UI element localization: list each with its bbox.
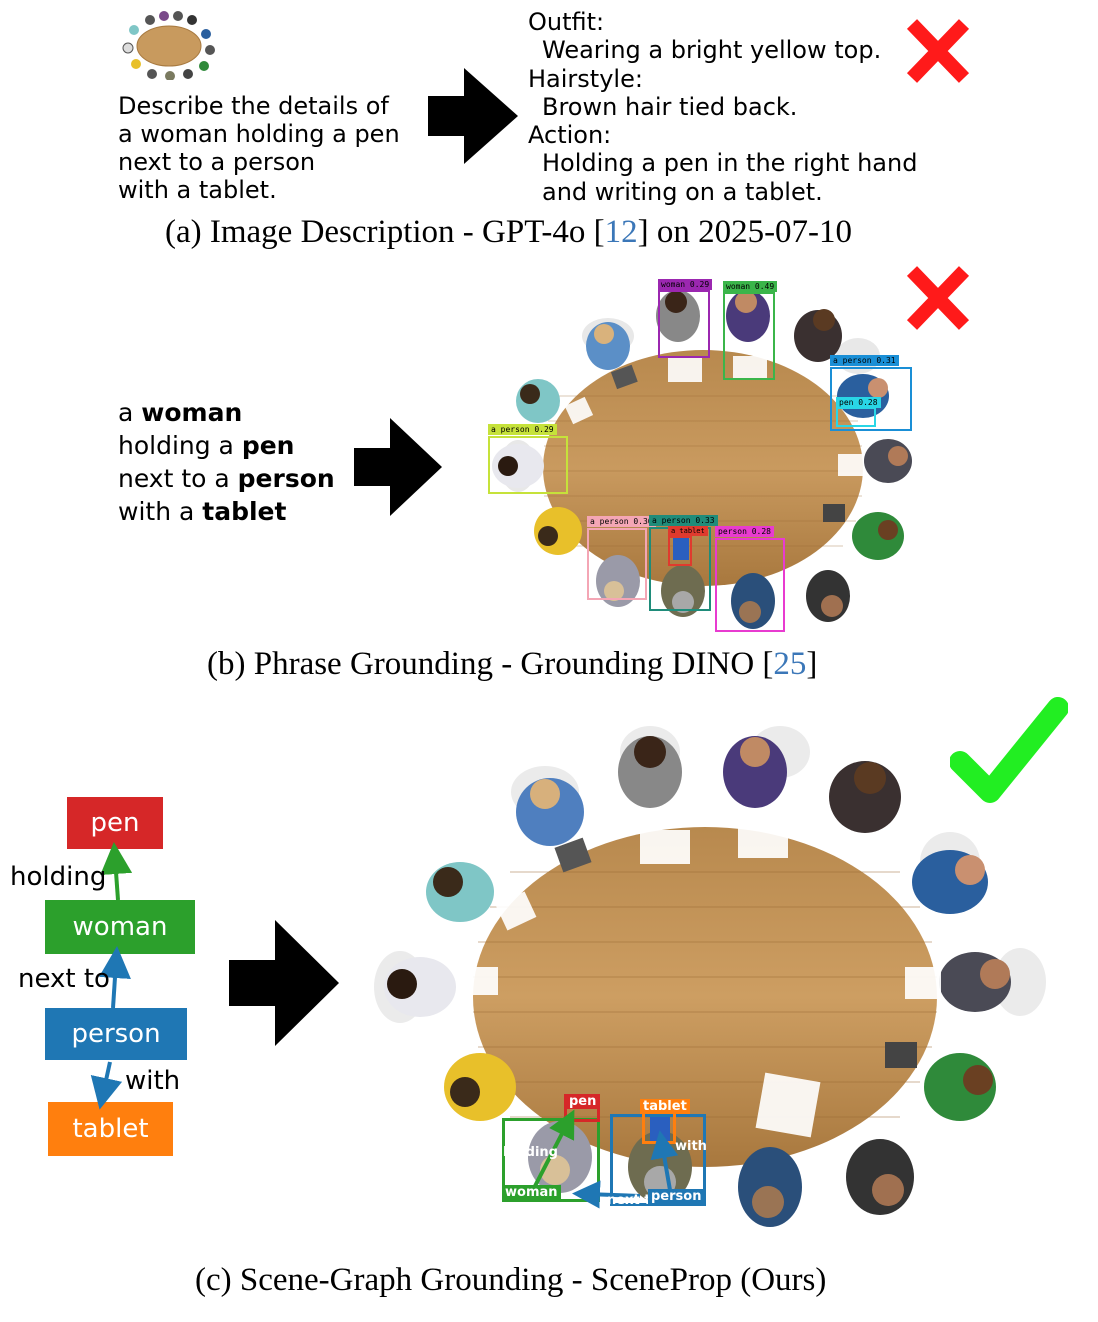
result-box-person [610, 1114, 706, 1206]
edge-label-next-to: next to [18, 964, 110, 994]
query-phrase: tablet [202, 497, 287, 526]
answer-outfit-key: Outfit: [528, 8, 605, 36]
detection-box [715, 538, 785, 632]
detection-label: a person 0.33 [649, 515, 718, 526]
answer-hair-value: Brown hair tied back. [542, 92, 798, 121]
detection-label: pen 0.28 [836, 397, 881, 408]
caption-text: ] [806, 646, 818, 682]
detection-box [836, 407, 876, 427]
node-pen: pen [67, 797, 163, 849]
caption-text: ] on 2025-07-10 [637, 214, 853, 250]
result-label-tablet: tablet [640, 1099, 690, 1114]
detection-label: a tablet [668, 526, 708, 536]
checkmark-icon [950, 697, 1068, 803]
detection-label: a person 0.31 [830, 355, 899, 366]
arrow-right-icon [354, 418, 442, 516]
result-label-with: with [675, 1139, 707, 1154]
result-label-woman: woman [502, 1185, 561, 1200]
edge-label-with: with [125, 1066, 181, 1096]
panel-b-caption: (b) Phrase Grounding - Grounding DINO [2… [207, 646, 817, 683]
cross-icon [906, 19, 970, 83]
answer-outfit-value: Wearing a bright yellow top. [542, 36, 882, 65]
scene-graph-edges [90, 842, 133, 1110]
mini-table-thumbnail [122, 11, 215, 80]
detection-label: a person 0.30 [587, 516, 656, 527]
result-label-pen: pen [566, 1094, 600, 1109]
query-plain: next to a [118, 464, 238, 493]
query-line: holding a pen [118, 429, 335, 462]
query-phrase: person [237, 464, 335, 493]
panel-a-answer: Outfit: Wearing a bright yellow top. Hai… [528, 8, 917, 206]
query-phrase: pen [241, 431, 295, 460]
result-edges [532, 1109, 679, 1209]
result-label-next-to: next to [607, 1193, 660, 1208]
query-line: Describe the details of [118, 92, 389, 120]
query-line: a woman [118, 396, 335, 429]
detection-box [723, 292, 775, 380]
node-woman: woman [45, 900, 195, 954]
query-line: next to a person [118, 462, 335, 495]
query-plain: holding a [118, 431, 242, 460]
caption-text: (a) Image Description - GPT-4o [ [165, 214, 605, 250]
detection-box [830, 367, 912, 431]
result-label-person: person [648, 1189, 705, 1204]
answer-action-key: Action: [528, 121, 612, 150]
panel-a-caption: (a) Image Description - GPT-4o [12] on 2… [165, 214, 852, 251]
query-line: with a tablet [118, 495, 335, 528]
query-phrase: woman [141, 398, 243, 427]
citation-link[interactable]: 25 [773, 646, 807, 682]
panel-c-caption: (c) Scene-Graph Grounding - SceneProp (O… [195, 1262, 827, 1298]
answer-action-value: Holding a pen in the right hand [542, 149, 918, 178]
cross-icon [906, 266, 970, 330]
detection-box [488, 436, 568, 494]
edge-label-holding: holding [10, 862, 107, 892]
meeting-table-image [492, 290, 912, 629]
panel-a-query: Describe the details of a woman holding … [118, 92, 400, 204]
detection-label: woman 0.29 [658, 279, 713, 290]
answer-action-value: and writing on a tablet. [542, 177, 823, 206]
query-line: with a tablet. [118, 176, 277, 204]
caption-text: (b) Phrase Grounding - Grounding DINO [ [207, 646, 774, 682]
query-line: a woman holding a pen [118, 120, 400, 148]
node-tablet: tablet [48, 1102, 173, 1156]
detection-label: woman 0.49 [723, 281, 778, 292]
detection-box [658, 290, 710, 358]
citation-link[interactable]: 12 [604, 214, 638, 250]
detection-label: person 0.28 [715, 526, 774, 537]
query-plain: with a [118, 497, 203, 526]
detection-label: a person 0.29 [488, 424, 557, 435]
arrow-right-icon [428, 68, 518, 164]
detection-box [587, 528, 647, 600]
result-label-holding: holding [503, 1145, 558, 1160]
answer-hair-key: Hairstyle: [528, 64, 643, 93]
query-line: next to a person [118, 148, 316, 176]
arrow-right-icon [229, 920, 339, 1046]
detection-box [668, 536, 692, 566]
panel-b-query: a woman holding a pen next to a person w… [118, 396, 335, 528]
meeting-table-image [374, 726, 1046, 1227]
query-plain: a [118, 398, 142, 427]
node-person: person [45, 1008, 187, 1060]
